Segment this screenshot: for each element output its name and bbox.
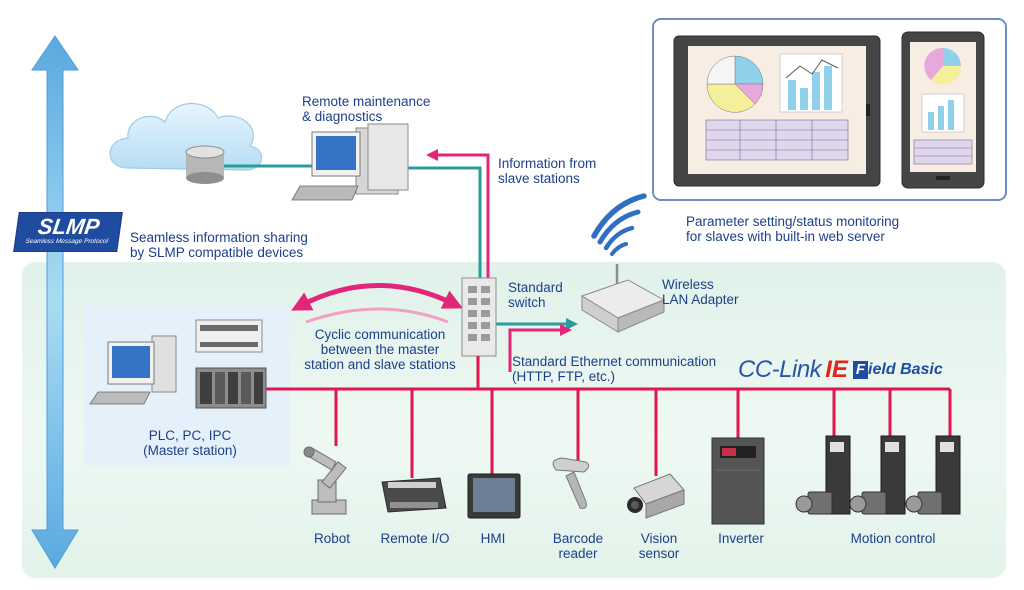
tablet-hmi-icon [673, 35, 881, 187]
cc-link-ie-text: IE [825, 356, 848, 383]
device-label-hmi: HMI [480, 531, 506, 546]
vision-sensor-icon [627, 473, 685, 519]
standard-ethernet-label: Standard Ethernet communication(HTTP, FT… [512, 354, 717, 384]
compact-plc-icon [195, 319, 263, 353]
master-station-label: PLC, PC, IPC(Master station) [143, 428, 237, 458]
standard-switch-icon [461, 277, 497, 357]
modular-plc-icon [195, 367, 267, 409]
remote-maintenance-label: Remote maintenance& diagnostics [302, 94, 431, 124]
remote-io-icon [381, 477, 447, 513]
maintenance-workstation-icon [291, 123, 409, 201]
device-label-remote-io: Remote I/O [380, 531, 450, 546]
wireless-signal-icon [591, 193, 647, 256]
cloud-icon [109, 102, 263, 171]
cc-link-basic-text: Basic [900, 361, 943, 378]
cc-link-ie-field-bus [262, 387, 952, 478]
device-label-motion-control: Motion control [850, 531, 936, 546]
cc-link-field-text: ield [868, 361, 896, 378]
device-label-robot: Robot [313, 531, 351, 546]
slmp-title: SLMP [36, 214, 102, 239]
cc-link-field-letter: F [852, 361, 869, 379]
slmp-vertical-arrow [31, 35, 79, 569]
inverter-icon [711, 437, 765, 525]
hmi-icon [467, 473, 521, 519]
servo-motor-icon [795, 491, 943, 515]
wireless-lan-adapter-icon [580, 279, 666, 333]
database-server-icon [185, 145, 225, 184]
cc-link-text: CC-Link [738, 356, 822, 383]
smartphone-icon [901, 31, 985, 189]
device-label-inverter: Inverter [718, 531, 764, 546]
barcode-reader-icon [552, 457, 590, 509]
cyclic-communication-arrow [291, 283, 463, 311]
slmp-subtitle: Seamless Message Protocol [24, 238, 109, 245]
cyclic-communication-arrow-return [305, 307, 449, 324]
slmp-logo: SLMP Seamless Message Protocol [13, 212, 123, 252]
robot-icon [303, 446, 347, 515]
master-pc-icon [89, 335, 177, 405]
